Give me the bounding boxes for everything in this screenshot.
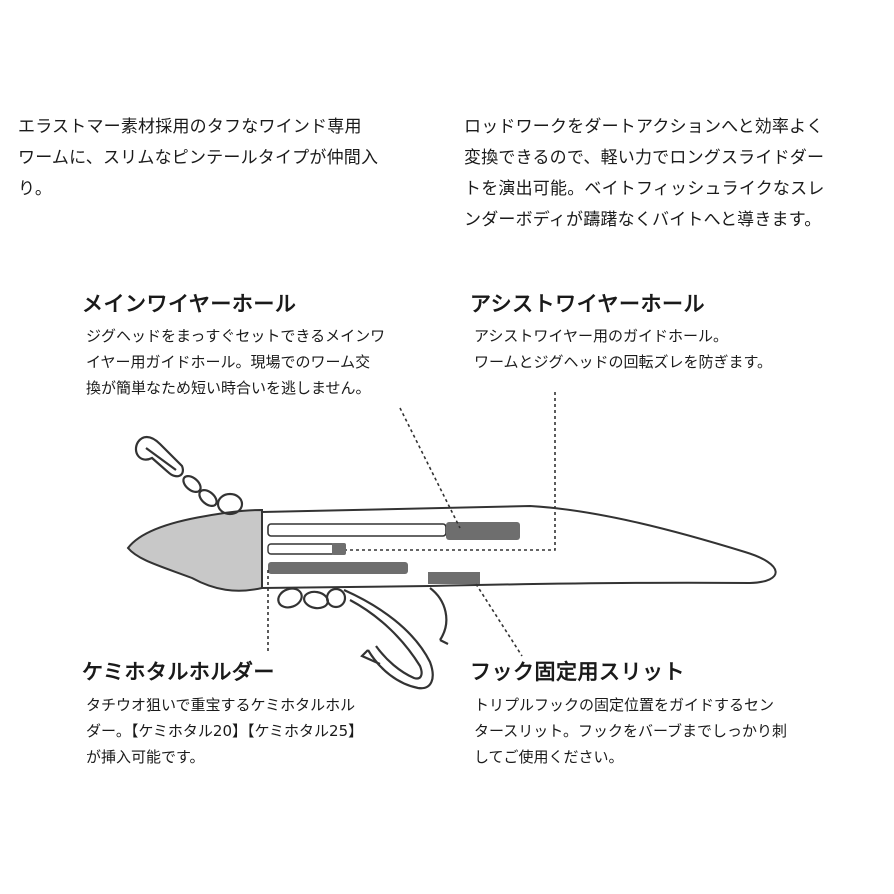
jig-head xyxy=(126,508,263,592)
intro-left-line: ワームに、スリムなピンテールタイプが仲間入 xyxy=(18,148,379,168)
description-line: ジグヘッドをまっすぐセットできるメインワ xyxy=(86,327,386,345)
kemihotaru-channel-upper-end xyxy=(332,543,346,555)
intro-right-line: ンダーボディが躊躇なくバイトへと導きます。 xyxy=(464,210,822,230)
main-wire-hole xyxy=(267,523,447,537)
hook-slit-description: トリプルフックの固定位置をガイドするセン タースリット。フックをバーブまでしっか… xyxy=(474,692,787,770)
intro-right-paragraph: ロッドワークをダートアクションへと効率よく 変換できるので、軽い力でロングスライ… xyxy=(464,112,825,236)
kemihotaru-channel-lower xyxy=(268,562,408,574)
intro-left-line: り。 xyxy=(18,179,53,199)
leader-lines xyxy=(267,392,556,657)
description-line: タチウオ狙いで重宝するケミホタルホル xyxy=(86,696,356,714)
main-wire-hole-description: ジグヘッドをまっすぐセットできるメインワ イヤー用ガイドホール。現場でのワーム交… xyxy=(86,323,385,401)
description-line: ワームとジグヘッドの回転ズレを防ぎます。 xyxy=(474,353,773,371)
assist-wire-hole-title: アシストワイヤーホール xyxy=(470,292,706,316)
intro-right-line: ロッドワークをダートアクションへと効率よく xyxy=(464,117,824,137)
description-line: トリプルフックの固定位置をガイドするセン xyxy=(474,696,775,714)
description-line: タースリット。フックをバーブまでしっかり刺 xyxy=(474,722,788,740)
description-line: イヤー用ガイドホール。現場でのワーム交 xyxy=(86,353,371,371)
main-wire-hole-end xyxy=(446,522,520,540)
description-line: ダー。【ケミホタル20】【ケミホタル25】 xyxy=(86,722,364,740)
hook-slit xyxy=(428,572,480,584)
hook-slit-title: フック固定用スリット xyxy=(470,660,685,684)
intro-left-line: エラストマー素材採用のタフなワインド専用 xyxy=(18,117,362,137)
leader-assist-wire xyxy=(346,392,556,551)
description-line: 換が簡単なため短い時合いを逃しません。 xyxy=(86,379,371,397)
intro-right-line: 変換できるので、軽い力でロングスライドダー xyxy=(464,148,825,168)
leader-main-wire xyxy=(399,407,461,529)
description-line: アシストワイヤー用のガイドホール。 xyxy=(474,327,728,345)
intro-right-line: トを演出可能。ベイトフィッシュライクなスレ xyxy=(464,179,825,199)
description-line: してご使用ください。 xyxy=(474,748,624,766)
main-wire-hole-title: メインワイヤーホール xyxy=(82,292,297,316)
intro-left-paragraph: エラストマー素材採用のタフなワインド専用 ワームに、スリムなピンテールタイプが仲… xyxy=(18,112,378,205)
snap-swivel xyxy=(134,435,244,516)
kemihotaru-holder-title: ケミホタルホルダー xyxy=(82,660,275,684)
leader-hook-slit xyxy=(475,583,523,657)
kemihotaru-holder-description: タチウオ狙いで重宝するケミホタルホル ダー。【ケミホタル20】【ケミホタル25】… xyxy=(86,692,363,770)
treble-hook xyxy=(277,587,449,690)
assist-wire-hole-description: アシストワイヤー用のガイドホール。 ワームとジグヘッドの回転ズレを防ぎます。 xyxy=(474,323,772,375)
description-line: が挿入可能です。 xyxy=(86,748,205,766)
kemihotaru-channel-upper xyxy=(267,543,341,555)
